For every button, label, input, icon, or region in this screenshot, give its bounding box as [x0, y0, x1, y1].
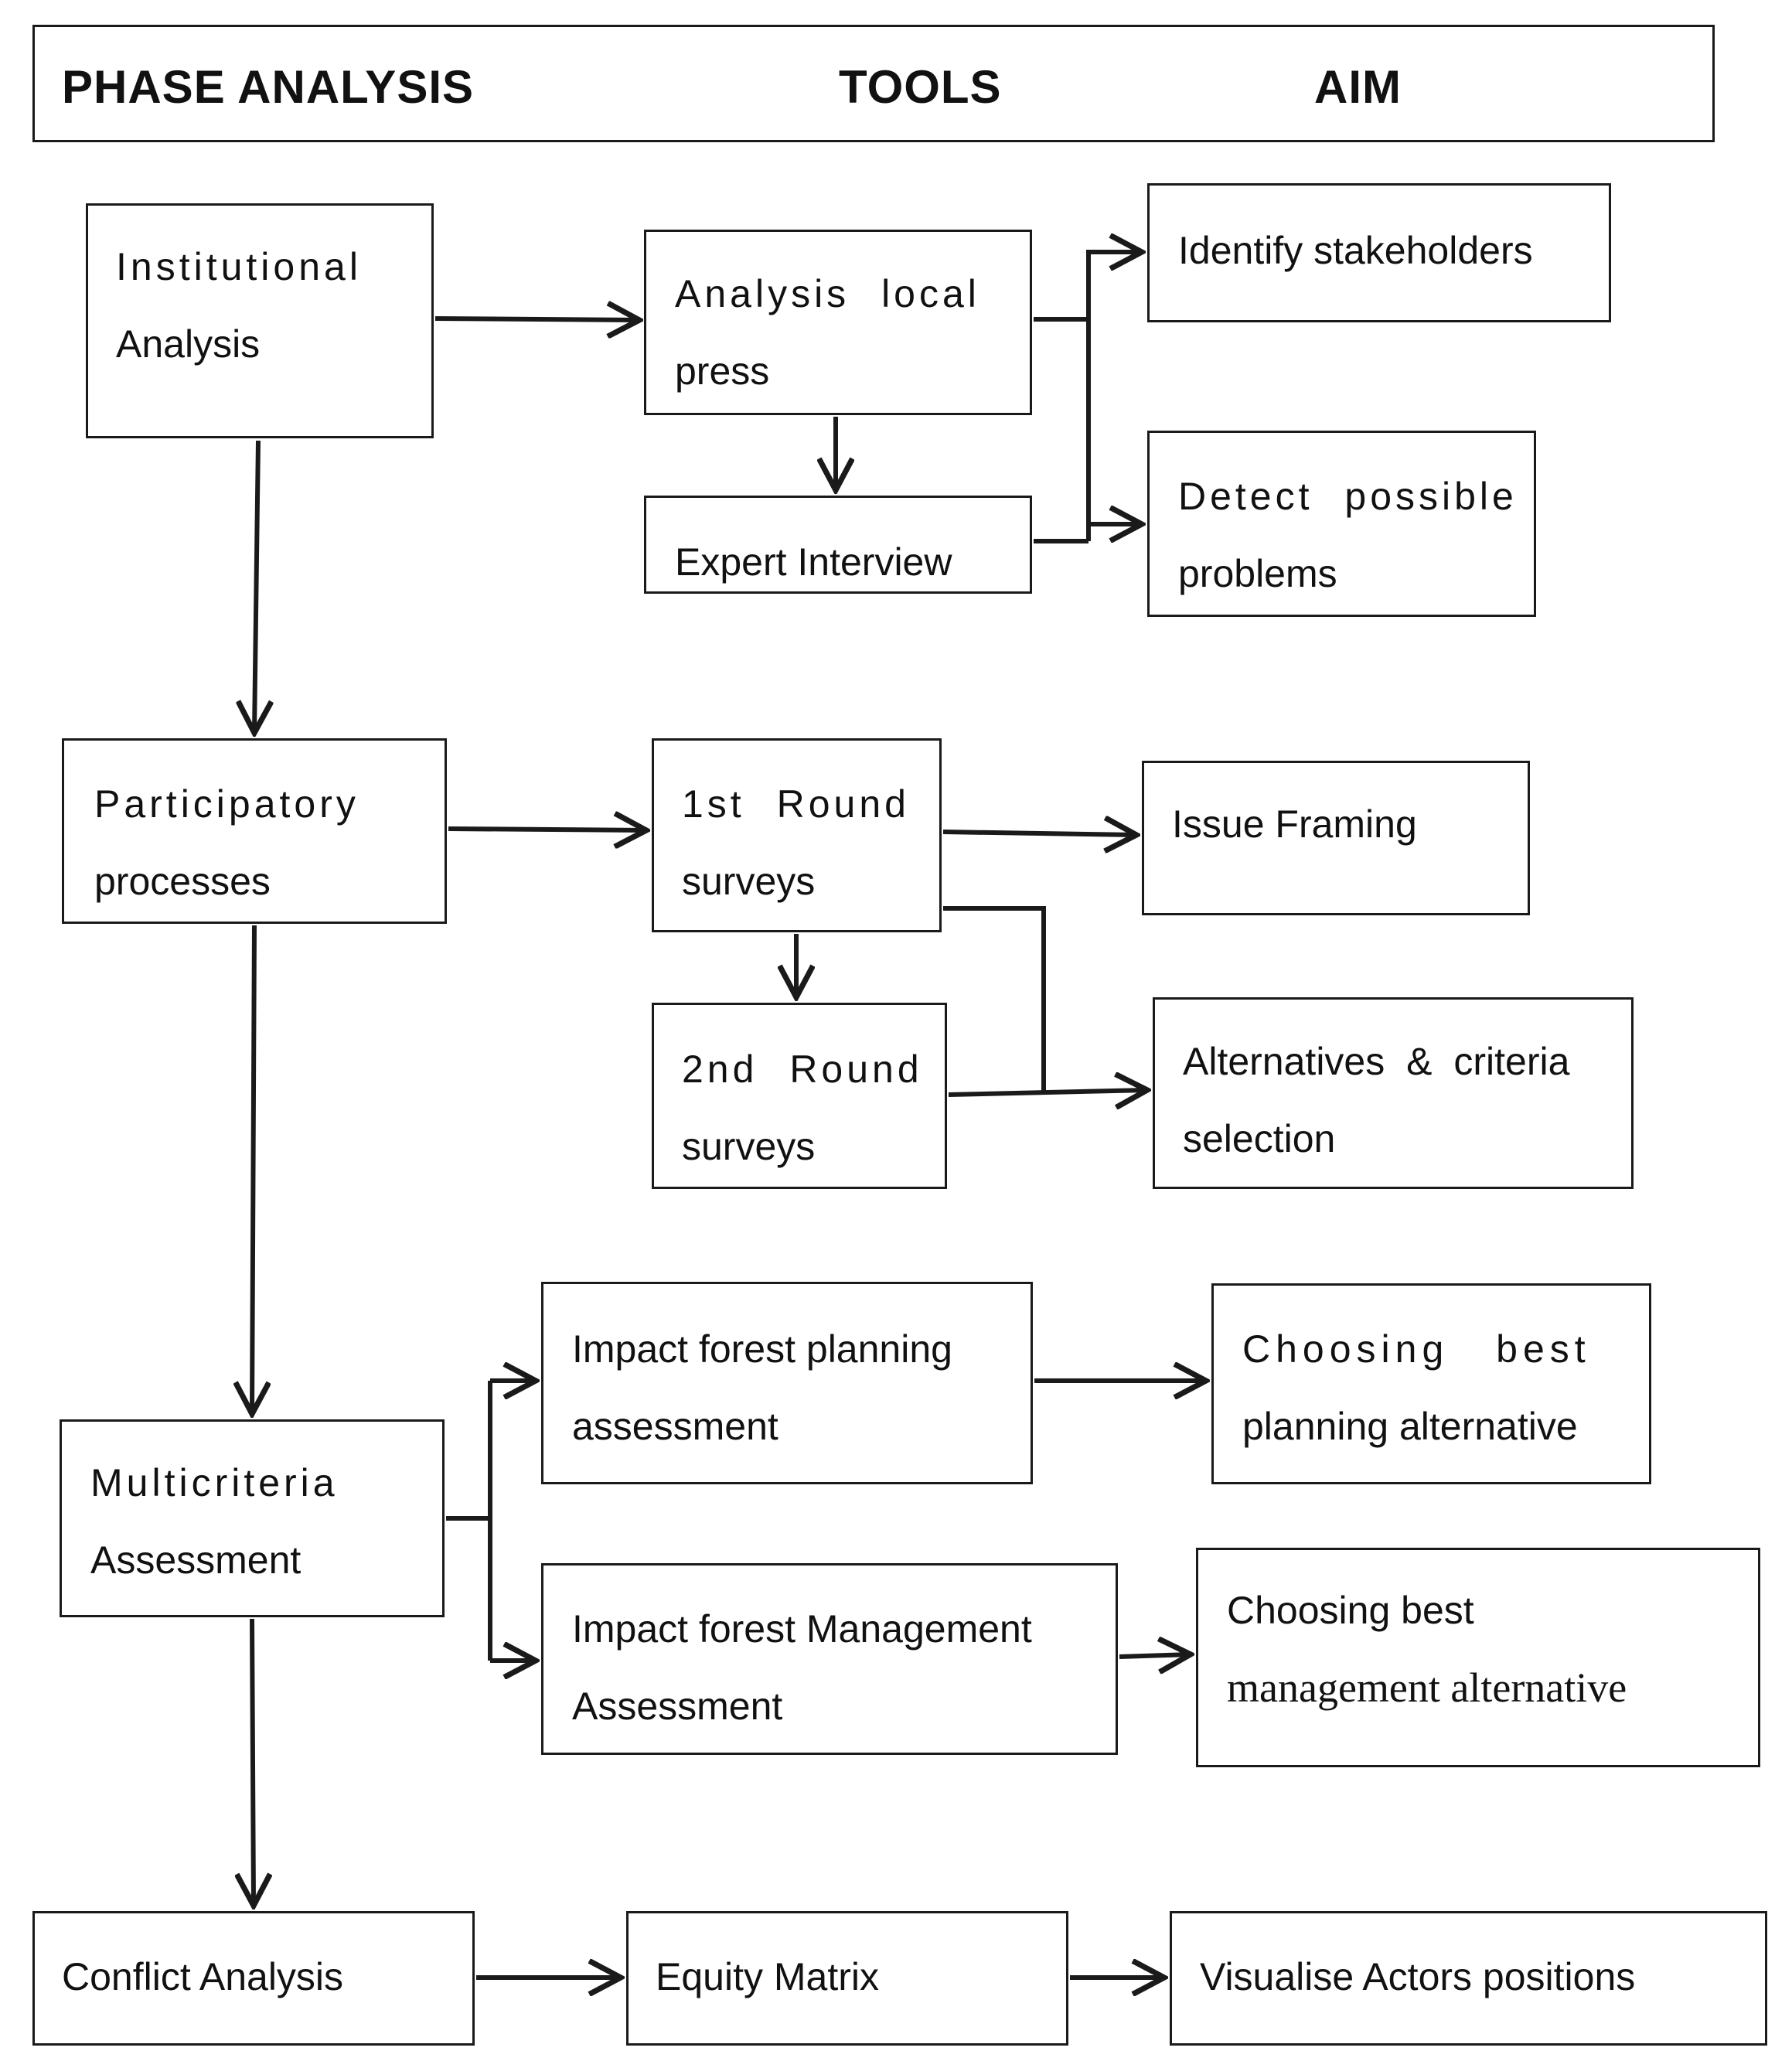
header-aim: AIM: [1314, 61, 1402, 113]
aim-best-management-label-1: Choosing best: [1227, 1589, 1474, 1632]
aim-visualise-actors-positions: [1170, 1911, 1767, 2046]
phase-multicriteria-label-1: Multicriteria: [90, 1461, 339, 1504]
tool-expert-interview: [644, 496, 1032, 594]
aim-problems-label-1: Detect possible: [1178, 475, 1518, 518]
arrow-impact-management-to-best-management: [1119, 1654, 1191, 1657]
tool-impact-forest-planning: [541, 1282, 1033, 1484]
phase-institutional-analysis: [86, 203, 434, 438]
header-bar: [32, 25, 1715, 142]
connector-multicriteria-branch: [446, 1381, 492, 1661]
aim-alternatives-criteria: [1153, 997, 1634, 1189]
tool-equity-matrix: [626, 1911, 1068, 2046]
tool-impact-planning-label-1: Impact forest planning: [572, 1327, 952, 1371]
arrow-round1-to-issue-framing: [942, 832, 1136, 835]
arrow-participatory-to-round1: [448, 829, 646, 830]
aim-issue-framing-label: Issue Framing: [1172, 802, 1417, 846]
tool-impact-management-label-2: Assessment: [572, 1685, 783, 1728]
arrow-participatory-to-multicriteria: [252, 925, 254, 1414]
tool-2nd-round-surveys: [652, 1003, 947, 1189]
aim-choosing-best-management: [1196, 1548, 1760, 1767]
phase-institutional-label-1: Institutional: [116, 245, 362, 288]
tool-impact-management-label-1: Impact forest Management: [572, 1607, 1032, 1651]
aim-alternatives-label-1: Alternatives & criteria: [1183, 1040, 1570, 1083]
connector-local-press-branch: [1034, 317, 1091, 541]
aim-best-planning-label-1: Choosing best: [1242, 1327, 1591, 1371]
header-tools: TOOLS: [839, 61, 1002, 113]
phase-conflict-label: Conflict Analysis: [62, 1955, 344, 1998]
arrow-institutional-to-participatory: [254, 440, 258, 733]
tool-round2-label-1: 2nd Round: [682, 1048, 923, 1091]
tool-local-press-label-2: press: [675, 349, 770, 393]
phase-multicriteria-label-2: Assessment: [90, 1538, 302, 1582]
phase-participatory-label-1: Participatory: [94, 782, 359, 826]
aim-alternatives-label-2: selection: [1183, 1117, 1336, 1160]
phase-conflict-analysis: [32, 1911, 475, 2046]
tool-expert-interview-label: Expert Interview: [675, 540, 952, 584]
tool-round1-label-1: 1st Round: [682, 782, 910, 826]
arrow-round2-to-alternatives: [948, 1090, 1147, 1095]
aim-best-planning-label-2: planning alternative: [1242, 1405, 1578, 1448]
aim-stakeholders-label: Identify stakeholders: [1178, 229, 1533, 272]
phase-participatory-label-2: processes: [94, 860, 271, 903]
arrow-institutional-to-local-press: [434, 319, 639, 320]
tool-1st-round-surveys: [652, 738, 942, 932]
aim-issue-framing: [1142, 761, 1530, 915]
aim-identify-stakeholders: [1147, 183, 1611, 322]
arrow-to-identify-stakeholders: [1086, 252, 1142, 319]
arrow-multicriteria-to-conflict: [252, 1618, 254, 1906]
tool-analysis-local-press: [644, 230, 1032, 415]
tool-impact-forest-management: [541, 1563, 1118, 1755]
connector-round1-branch: [943, 906, 1046, 1092]
aim-best-management-label-2: management alternative: [1227, 1664, 1627, 1711]
header-phase-analysis: PHASE ANALYSIS: [62, 61, 475, 113]
aim-problems-label-2: problems: [1178, 552, 1337, 595]
phase-institutional-label-2: Analysis: [116, 322, 261, 366]
tool-local-press-label-1: Analysis local: [675, 272, 980, 315]
aim-detect-possible-problems: [1147, 431, 1536, 617]
phase-multicriteria-assessment: [60, 1419, 445, 1617]
aim-choosing-best-planning: [1211, 1283, 1651, 1484]
aim-actors-label: Visualise Actors positions: [1200, 1955, 1636, 1998]
tool-round1-label-2: surveys: [682, 860, 816, 903]
phase-participatory-processes: [62, 738, 447, 924]
tool-equity-matrix-label: Equity Matrix: [656, 1955, 879, 1998]
tool-impact-planning-label-2: assessment: [572, 1405, 778, 1448]
tool-round2-label-2: surveys: [682, 1125, 816, 1168]
